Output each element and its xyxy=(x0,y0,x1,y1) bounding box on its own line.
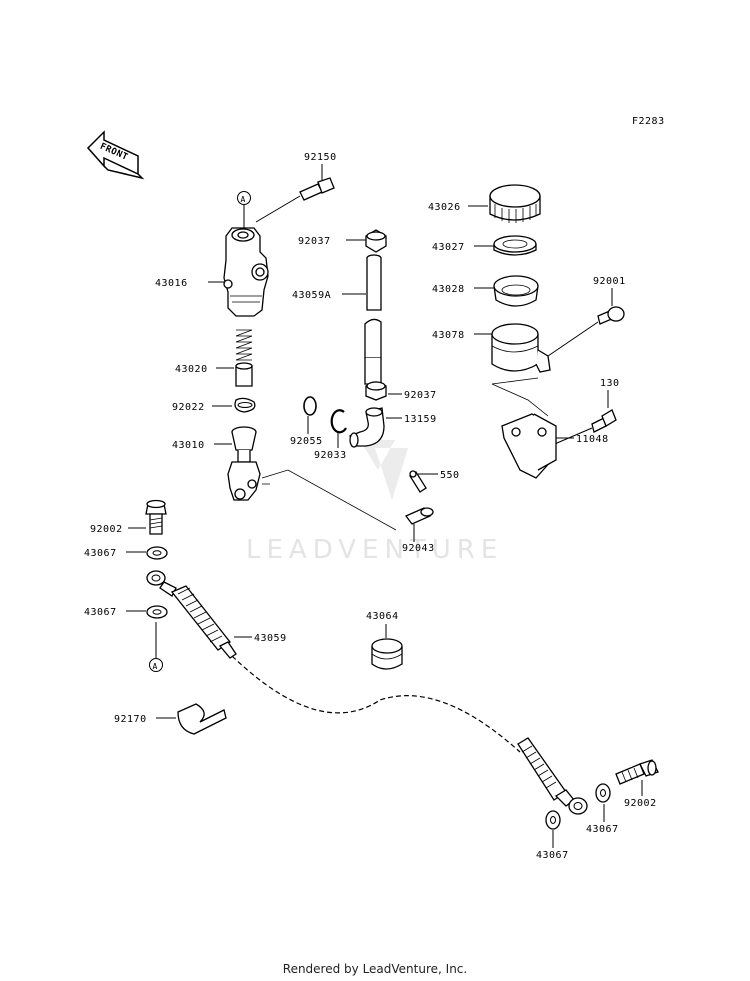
label-43027: 43027 xyxy=(432,242,465,253)
grommet-43064 xyxy=(371,638,403,670)
washer-43067-d xyxy=(545,810,561,830)
pin-92043 xyxy=(404,507,434,525)
o-ring-92055 xyxy=(303,396,317,416)
banjo-bolt-92002-right xyxy=(615,759,659,785)
watermark: LEADVENTURE xyxy=(246,440,503,565)
label-11048: 11048 xyxy=(576,434,609,445)
label-92037-top: 92037 xyxy=(298,236,331,247)
reservoir-cap-43026 xyxy=(489,184,541,223)
label-92043: 92043 xyxy=(402,543,435,554)
clamp-92170 xyxy=(177,703,227,735)
banjo-bolt-92002-left xyxy=(145,499,167,535)
label-92170: 92170 xyxy=(114,714,147,725)
label-92150: 92150 xyxy=(304,152,337,163)
front-arrow-icon: FRONT xyxy=(86,130,145,180)
ref-marker-lower: A xyxy=(149,622,163,672)
master-cylinder-43016 xyxy=(223,227,269,317)
snap-ring-92022 xyxy=(234,397,256,413)
screw-92001 xyxy=(547,306,625,357)
label-13159: 13159 xyxy=(404,414,437,425)
label-43016: 43016 xyxy=(155,278,188,289)
label-92002-left: 92002 xyxy=(90,524,123,535)
hose-43059a xyxy=(364,254,382,385)
diagram-code: F2283 xyxy=(632,116,665,127)
label-92022: 92022 xyxy=(172,402,205,413)
svg-text:A: A xyxy=(241,195,246,204)
circlip-92033 xyxy=(330,409,347,434)
ref-marker-top: A xyxy=(237,191,251,228)
label-92033: 92033 xyxy=(314,450,347,461)
diaphragm-plate-43027 xyxy=(493,235,537,256)
piston-43010 xyxy=(227,426,261,501)
label-43067-b: 43067 xyxy=(84,607,117,618)
diaphragm-43028 xyxy=(493,275,539,307)
washer-43067-a xyxy=(146,546,168,560)
label-130: 130 xyxy=(600,378,620,389)
footer-credit: Rendered by LeadVenture, Inc. xyxy=(282,962,468,976)
washer-43067-b xyxy=(146,605,168,619)
bolt-130 xyxy=(549,409,617,447)
clamp-92037-top xyxy=(365,229,387,253)
cotter-pin-550 xyxy=(409,470,427,493)
label-43020: 43020 xyxy=(175,364,208,375)
bracket-11048 xyxy=(501,413,557,479)
label-92002-right: 92002 xyxy=(624,798,657,809)
label-550: 550 xyxy=(440,470,460,481)
label-43010: 43010 xyxy=(172,440,205,451)
spring-43020 xyxy=(235,329,253,387)
label-43064: 43064 xyxy=(366,611,399,622)
bolt-92150 xyxy=(255,177,335,223)
reservoir-43078 xyxy=(491,323,551,373)
svg-text:A: A xyxy=(153,662,158,671)
label-43067-a: 43067 xyxy=(84,548,117,559)
label-43059: 43059 xyxy=(254,633,287,644)
label-43067-d: 43067 xyxy=(536,850,569,861)
washer-43067-c xyxy=(595,783,611,803)
label-43078: 43078 xyxy=(432,330,465,341)
clamp-92037-lower xyxy=(365,381,387,401)
watermark-text: LEADVENTURE xyxy=(246,535,503,565)
label-43067-c: 43067 xyxy=(586,824,619,835)
label-43026: 43026 xyxy=(428,202,461,213)
label-92037-lower: 92037 xyxy=(404,390,437,401)
label-43059a: 43059A xyxy=(292,290,331,301)
elbow-13159 xyxy=(349,407,385,448)
label-43028: 43028 xyxy=(432,284,465,295)
label-92001: 92001 xyxy=(593,276,626,287)
label-92055: 92055 xyxy=(290,436,323,447)
hose-43059 xyxy=(146,570,588,815)
